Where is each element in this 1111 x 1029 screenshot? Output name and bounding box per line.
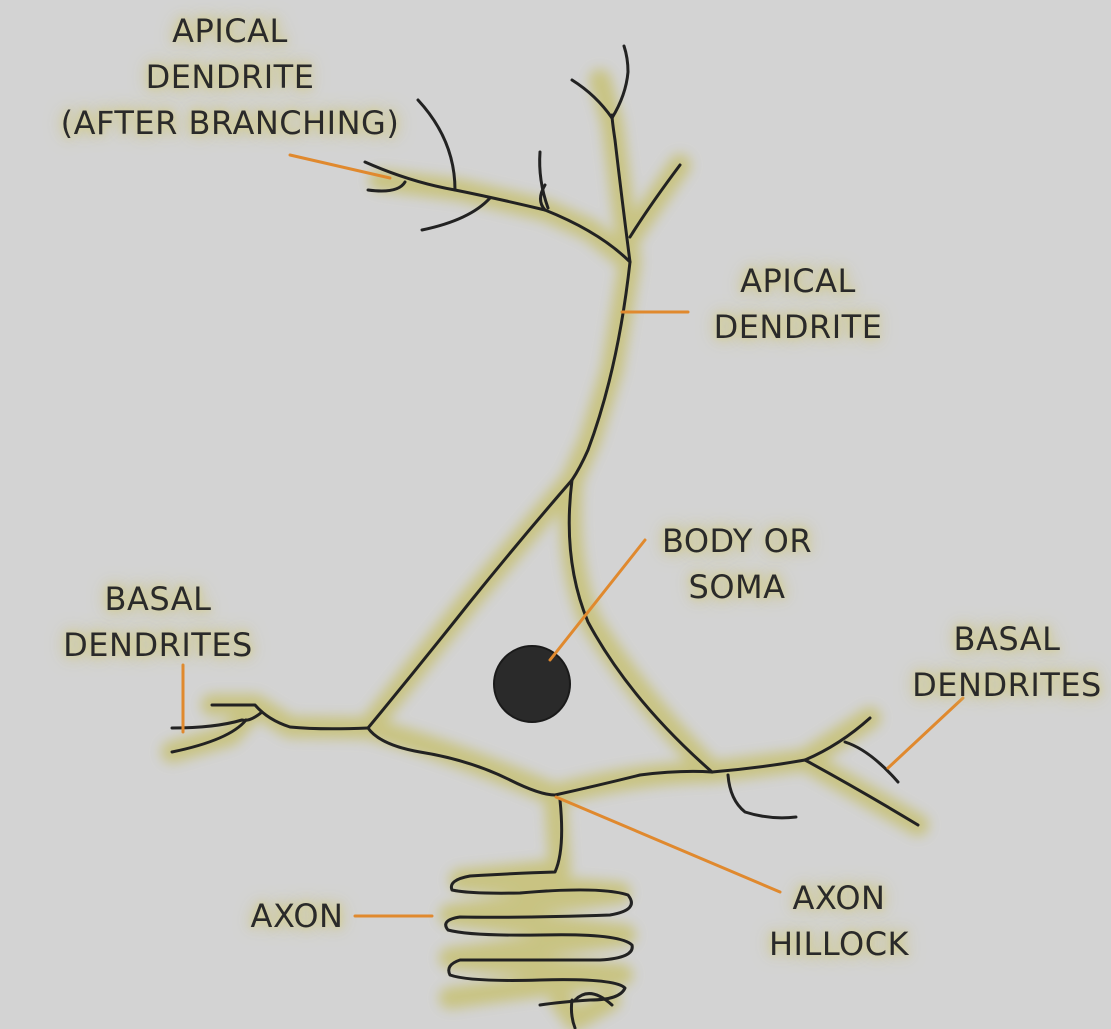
label-apical-dendrite: APICAL DENDRITE <box>700 258 896 350</box>
label-axon-hillock: AXON HILLOCK <box>754 875 924 967</box>
label-apical-dendrite-after-branching: APICAL DENDRITE (AFTER BRANCHING) <box>40 8 420 146</box>
label-basal-dendrites-right: BASAL DENDRITES <box>903 616 1111 708</box>
label-basal-dendrites-left: BASAL DENDRITES <box>50 576 266 668</box>
leader-basal-right <box>888 698 963 768</box>
label-axon: AXON <box>238 893 356 939</box>
nucleus <box>494 646 570 722</box>
label-body-or-soma: BODY OR SOMA <box>645 518 829 610</box>
